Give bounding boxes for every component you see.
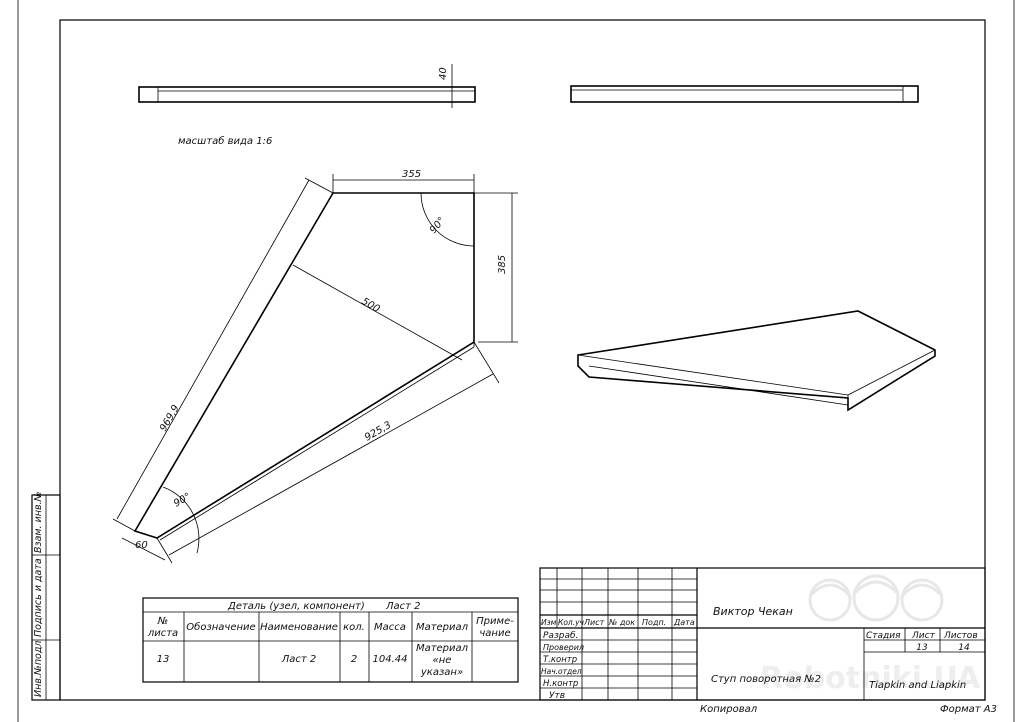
- row-qty: 2: [351, 654, 357, 665]
- hdr-note-2: чание: [479, 628, 510, 639]
- dim-thickness: 40: [438, 67, 449, 80]
- row-mass: 104.44: [373, 654, 408, 665]
- spec-table: Деталь (узел, компонент) Ласт 2 № листа …: [142, 597, 519, 683]
- tb-hdr-date: Дата: [673, 618, 695, 627]
- spec-title-right: Ласт 2: [385, 601, 421, 612]
- row-name: Ласт 2: [281, 654, 317, 665]
- tb-role-0: Разраб.: [543, 631, 578, 641]
- sign-date-label: Подпись и дата: [33, 558, 44, 637]
- tb-copied: Копировал: [700, 704, 758, 715]
- tb-document-name: Ступ поворотная №2: [711, 674, 821, 685]
- watermark-text: Robotniki.UA: [760, 661, 981, 696]
- hdr-qty: кол.: [343, 622, 365, 633]
- row-material-2: «не: [433, 655, 452, 666]
- hdr-num-1: №: [157, 616, 168, 627]
- replace-inv-label: Взам. инв.№: [33, 491, 44, 553]
- dim-side: 385: [497, 255, 508, 274]
- row-material-1: Материал: [416, 643, 469, 654]
- tb-role-1: Проверил: [543, 643, 584, 652]
- side-stamp: Инв.№подл Подпись и дата Взам. инв.№: [31, 491, 61, 701]
- worker-helmet-icons: [808, 574, 944, 622]
- tb-hdr-list: Лист: [583, 618, 605, 627]
- tb-sheet-label: Лист: [911, 631, 936, 641]
- hdr-designation: Обозначение: [186, 621, 255, 633]
- row-num: 13: [157, 654, 170, 665]
- side-view-right: [570, 85, 919, 103]
- tb-format: Формат А3: [940, 704, 997, 715]
- title-block: Виктор Чекан Изм Кол.уч Лист № док Подп.…: [539, 567, 986, 701]
- watermark: Robotniki.UA: [760, 574, 981, 696]
- side-view-left: 40: [138, 64, 476, 108]
- tb-stage-label: Стадия: [866, 631, 901, 641]
- tb-role-5: Утв: [549, 691, 565, 701]
- drawing-frame: [59, 19, 986, 701]
- dim-top: 355: [402, 169, 421, 180]
- tb-role-3: Нач.отдел: [541, 667, 582, 676]
- dim-bottom: 925,3: [363, 420, 393, 444]
- dim-left: 969,9: [158, 403, 182, 433]
- scale-note: масштаб вида 1:6: [178, 135, 272, 147]
- tb-sheet-value: 13: [916, 643, 928, 653]
- tb-author: Виктор Чекан: [713, 605, 793, 618]
- tb-role-2: Т.контр: [543, 655, 577, 665]
- tb-hdr-izm: Изм: [541, 618, 557, 627]
- dim-small: 60: [135, 540, 148, 551]
- hdr-material: Материал: [416, 622, 469, 633]
- dim-diag: 500: [360, 296, 382, 315]
- tb-hdr-kolvo: Кол.уч: [558, 618, 585, 627]
- row-material-3: указан»: [420, 667, 463, 678]
- tb-organization: Tiapkin and Liapkin: [869, 680, 966, 691]
- inv-orig-label: Инв.№подл: [33, 641, 44, 697]
- tb-role-4: Н.контр: [543, 679, 578, 689]
- tb-sheets-label: Листов: [943, 631, 978, 641]
- hdr-name: Наименование: [260, 622, 338, 633]
- tb-hdr-sign: Подп.: [642, 618, 666, 627]
- angle-top: 90°: [428, 215, 448, 236]
- hdr-num-2: листа: [147, 628, 178, 639]
- hdr-note-1: Приме-: [476, 616, 514, 627]
- angle-bottom: 90°: [172, 491, 193, 509]
- tb-hdr-doc: № док: [608, 618, 635, 627]
- hdr-mass: Масса: [374, 622, 406, 633]
- isometric-view: [577, 310, 936, 412]
- spec-title-left: Деталь (узел, компонент): [227, 601, 365, 612]
- plan-view: 355 385 90° 500 969,9 925,3 90° 60: [112, 169, 518, 564]
- tb-sheets-value: 14: [958, 643, 970, 653]
